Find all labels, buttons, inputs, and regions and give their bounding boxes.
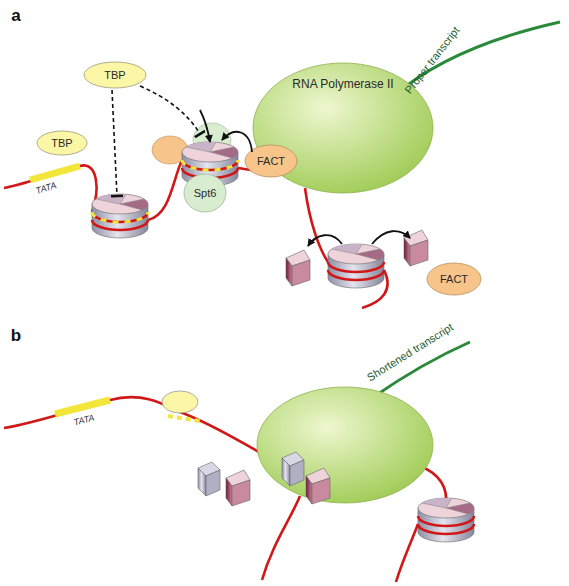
node-label: RNA Polymerase II (292, 78, 393, 91)
nucleosome-fragment (306, 468, 330, 504)
dna-strand (262, 496, 300, 580)
node-label: TBP (51, 137, 72, 149)
node-ellipse (245, 145, 297, 177)
tbp-site (168, 416, 200, 421)
node-label: FACT (440, 273, 468, 285)
protein-oval: TBP (36, 130, 88, 156)
inhibition-line (140, 86, 200, 134)
nucleosome (328, 244, 384, 288)
nucleosome (92, 194, 148, 238)
dna-strand (305, 188, 328, 262)
node-ellipse (184, 174, 226, 212)
sequence-label: TATA (34, 180, 57, 196)
dna-strand (148, 160, 182, 220)
tata-box (55, 400, 110, 414)
node-ellipse (427, 263, 481, 295)
nucleosome-fragment (198, 462, 220, 496)
nucleosome-fragment (286, 250, 310, 286)
curved-arrow (222, 132, 252, 152)
nucleosome-fragment (404, 230, 428, 266)
panel-letter: b (11, 326, 21, 346)
node-ellipse (37, 131, 87, 155)
sequence-label: TATA (73, 413, 96, 428)
curved-arrow (372, 231, 410, 244)
protein-circle: Spt6 (183, 173, 227, 213)
protein-oval: FACT (244, 144, 298, 178)
curved-arrow (200, 110, 210, 142)
node-ellipse (84, 62, 146, 88)
inhibition-line (112, 90, 117, 196)
nucleosome (418, 498, 474, 542)
dna-strand (4, 397, 270, 458)
dna-strand (396, 524, 418, 582)
polymerase-shape (257, 387, 433, 503)
tbp-shape (162, 391, 198, 413)
protein-oval: FACT (426, 262, 482, 296)
panel-letter: a (11, 6, 20, 26)
nucleosome-fragment (226, 470, 250, 506)
node-label: FACT (257, 155, 285, 167)
dna-strand (4, 165, 96, 212)
node-label: TBP (104, 69, 125, 81)
transcript (395, 22, 560, 95)
transcript-label: Proper transcript (402, 24, 462, 95)
node-label: Spt6 (194, 187, 217, 199)
tata-box (30, 166, 80, 180)
nucleosome-fragment (282, 452, 304, 486)
curved-arrow (308, 235, 342, 246)
protein-oval: TBP (83, 61, 147, 89)
